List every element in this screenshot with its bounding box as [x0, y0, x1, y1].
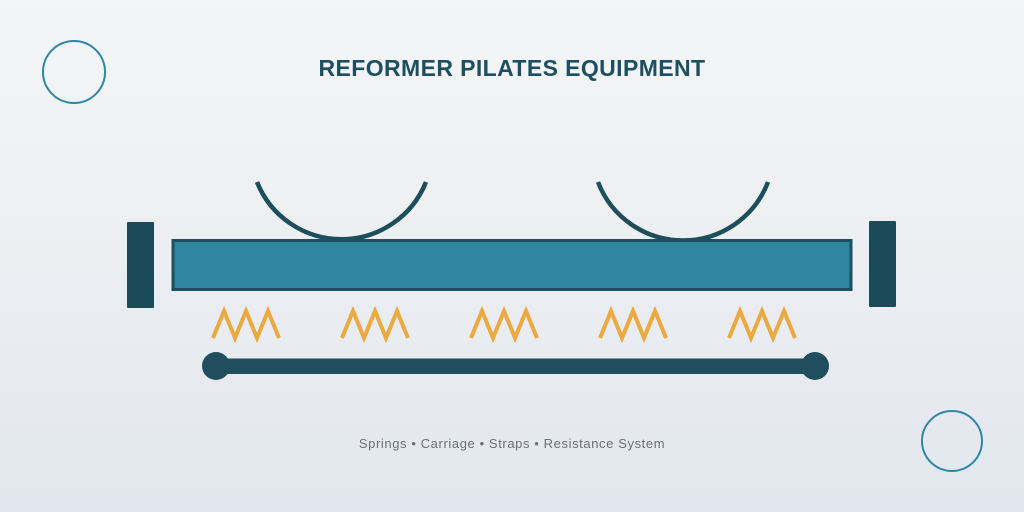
foot-bar [216, 358, 815, 374]
spring-icon [340, 305, 410, 344]
spring-icon [727, 305, 797, 344]
strap-left-icon [254, 181, 429, 242]
strap-right-icon [595, 181, 771, 243]
spring-icon [598, 305, 668, 344]
foot-bar-end-right [801, 352, 829, 380]
spring-icon [211, 305, 281, 344]
decorative-circle-top-left-icon [42, 40, 106, 104]
page-title: REFORMER PILATES EQUIPMENT [318, 55, 706, 81]
spring-icon [469, 305, 539, 344]
carriage-platform [171, 239, 853, 291]
end-post-left [127, 222, 154, 308]
end-post-right [869, 221, 896, 307]
decorative-circle-bottom-right-icon [921, 410, 983, 472]
caption: Springs • Carriage • Straps • Resistance… [358, 436, 666, 451]
foot-bar-end-left [202, 352, 230, 380]
